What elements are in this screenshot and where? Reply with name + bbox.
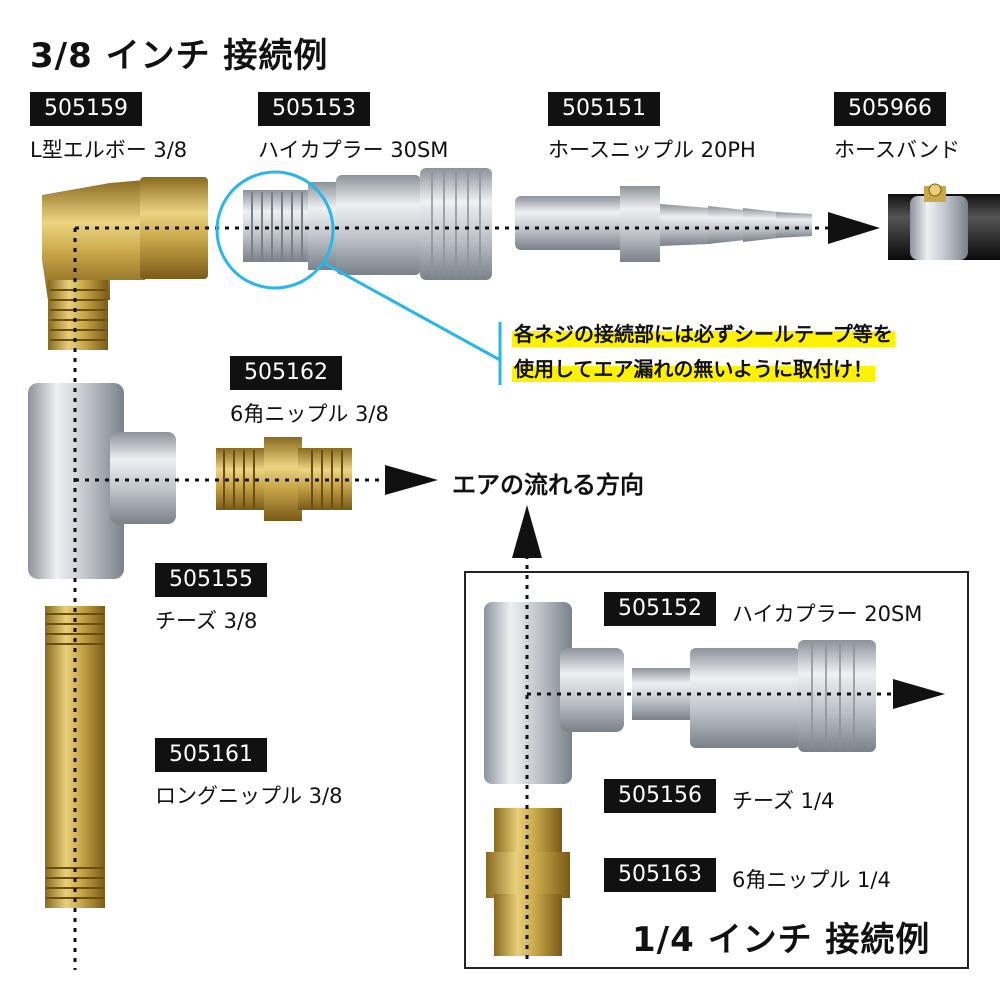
thread-callout [215, 170, 502, 385]
part-name: チーズ 1/4 [732, 789, 835, 813]
part-name: 6角ニップル 1/4 [732, 868, 891, 892]
part-name: ハイカプラー 20SM [732, 602, 923, 626]
part-code: 505153 [258, 92, 370, 126]
coupler-20sm [632, 640, 876, 752]
part-name: L型エルボー 3/8 [30, 138, 188, 162]
part-code: 505156 [604, 779, 716, 813]
part-code: 505162 [230, 356, 342, 390]
quarter-inch-inset [464, 571, 969, 969]
part-code: 505155 [155, 563, 267, 597]
hose-nipple-20ph [515, 186, 812, 262]
part-code: 505159 [30, 92, 142, 126]
air-flow-label: エアの流れる方向 [452, 471, 644, 499]
title-38: 3/8 インチ 接続例 [30, 36, 329, 76]
part-name: ハイカプラー 30SM [258, 138, 449, 162]
part-name: ホースバンド [834, 138, 960, 162]
coupler-30sm [243, 168, 492, 280]
long-nipple-38 [45, 606, 105, 908]
part-code: 505163 [604, 858, 716, 892]
flow-arrows [385, 212, 945, 709]
elbow-fitting [42, 177, 208, 350]
part-code: 505966 [834, 92, 946, 126]
seal-tape-note-line1: 各ネジの接続部には必ずシールテープ等を [512, 318, 895, 347]
hose-band [888, 183, 1000, 260]
title-14: 1/4 インチ 接続例 [632, 920, 931, 960]
tee-38 [28, 383, 176, 579]
part-name: ホースニップル 20PH [548, 138, 756, 162]
flow-lines [73, 226, 895, 970]
part-code: 505161 [155, 738, 267, 772]
part-name: 6角ニップル 3/8 [230, 402, 389, 426]
part-name: ロングニップル 3/8 [155, 784, 343, 808]
seal-tape-note-line2: 使用してエア漏れの無いように取付け！ [512, 353, 875, 382]
part-name: チーズ 3/8 [155, 609, 258, 633]
part-code: 505152 [604, 592, 716, 626]
part-code: 505151 [548, 92, 660, 126]
